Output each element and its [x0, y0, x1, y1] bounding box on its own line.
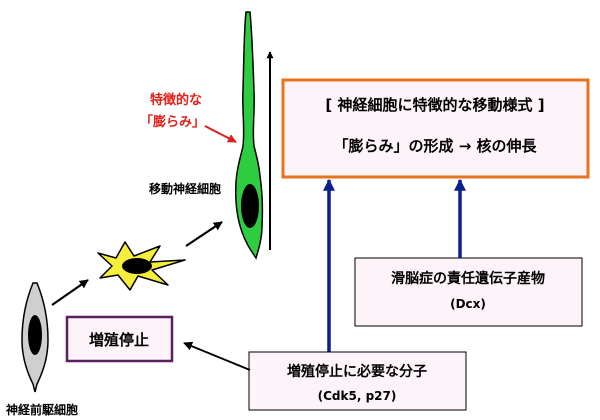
migration-mode-box: [ 神経細胞に特徴的な移動様式 ] 「膨らみ」の形成 → 核の伸長: [281, 78, 590, 179]
migration-mode-body: 「膨らみ」の形成 → 核の伸長: [333, 137, 537, 155]
multipolar-cell: [97, 241, 186, 291]
progenitor-label: 神経前駆細胞: [6, 402, 78, 417]
migration-mode-title: [ 神経細胞に特徴的な移動様式 ]: [325, 96, 544, 114]
arrest-molecules-line2: (Cdk5, p27): [318, 389, 397, 403]
dcx-box: 滑脳症の責任遺伝子産物 (Dcx): [354, 257, 583, 327]
swelling-label-line2: 「膨らみ」: [140, 114, 205, 130]
dcx-line1: 滑脳症の責任遺伝子産物: [391, 270, 545, 287]
dcx-line2: (Dcx): [450, 297, 486, 311]
proliferation-arrest-label: 増殖停止: [89, 331, 149, 349]
progenitor-cell: [21, 282, 49, 393]
migrating-neuron: [235, 11, 264, 260]
arrow-progenitor-to-multipolar: [51, 279, 89, 306]
swelling-label-line1: 特徴的な: [150, 92, 202, 108]
arrow-molecules-to-arrest: [183, 341, 251, 371]
swelling-pointer-arrow: [204, 125, 237, 143]
multipolar-nucleus: [122, 258, 152, 274]
migrating-neuron-label: 移動神経細胞: [149, 181, 221, 196]
arrest-molecules-box: 増殖停止に必要な分子 (Cdk5, p27): [248, 351, 467, 411]
progenitor-nucleus: [28, 315, 42, 355]
arrow-multipolar-to-neuron: [185, 221, 223, 247]
arrest-molecules-line1: 増殖停止に必要な分子: [287, 363, 427, 380]
neuron-nucleus: [241, 184, 259, 228]
proliferation-arrest-box: 増殖停止: [65, 315, 174, 363]
